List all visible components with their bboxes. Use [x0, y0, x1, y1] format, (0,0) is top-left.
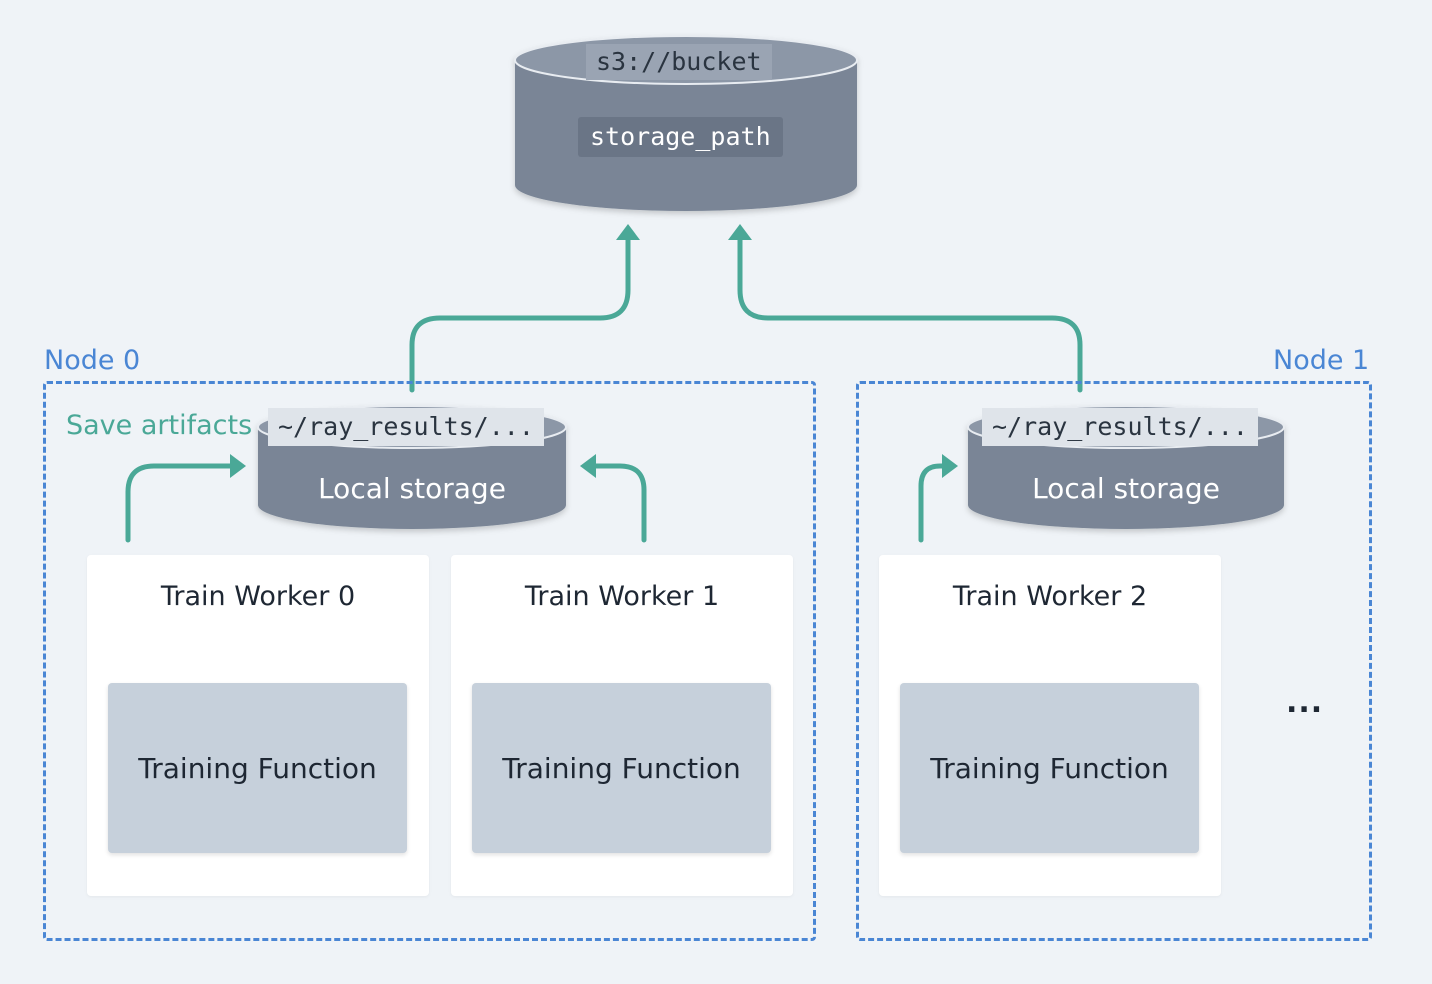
- arrowhead-icon: [230, 454, 246, 478]
- worker-title: Train Worker 0: [160, 581, 356, 612]
- more-workers-ellipsis: ...: [1286, 685, 1324, 720]
- node-0-label: Node 0: [44, 345, 141, 376]
- training-function-label: Training Function: [502, 751, 741, 785]
- training-function-box: Training Function: [900, 683, 1199, 853]
- local-path-label-node0: ~/ray_results/...: [268, 408, 544, 446]
- storage-path-label: storage_path: [578, 117, 783, 157]
- node-1-label: Node 1: [1273, 345, 1370, 376]
- local-path-label-node1: ~/ray_results/...: [982, 408, 1258, 446]
- node-1-box: [856, 381, 1372, 941]
- arrowhead-icon: [580, 454, 596, 478]
- save-arrow-worker2: [918, 463, 947, 543]
- upload-arrow-node0: [409, 235, 631, 393]
- node-0-box: [43, 381, 816, 941]
- local-storage-label-node0: Local storage: [318, 472, 506, 505]
- training-function-box: Training Function: [472, 683, 771, 853]
- train-worker-2: Train Worker 2 Training Function: [879, 555, 1221, 896]
- save-artifacts-label: Save artifacts: [66, 410, 253, 441]
- arrowhead-icon: [728, 224, 752, 240]
- bucket-label: s3://bucket: [586, 44, 772, 80]
- worker-title: Train Worker 2: [952, 581, 1148, 612]
- upload-arrow-node1: [737, 235, 1083, 393]
- worker-title: Train Worker 1: [524, 581, 720, 612]
- training-function-label: Training Function: [930, 751, 1169, 785]
- training-function-label: Training Function: [138, 751, 377, 785]
- arrowhead-icon: [942, 454, 958, 478]
- training-function-box: Training Function: [108, 683, 407, 853]
- save-arrow-worker1: [591, 463, 647, 543]
- save-arrow-worker0: [125, 463, 235, 543]
- arrowhead-icon: [616, 224, 640, 240]
- local-storage-label-node1: Local storage: [1032, 472, 1220, 505]
- train-worker-0: Train Worker 0 Training Function: [87, 555, 429, 896]
- train-worker-1: Train Worker 1 Training Function: [451, 555, 793, 896]
